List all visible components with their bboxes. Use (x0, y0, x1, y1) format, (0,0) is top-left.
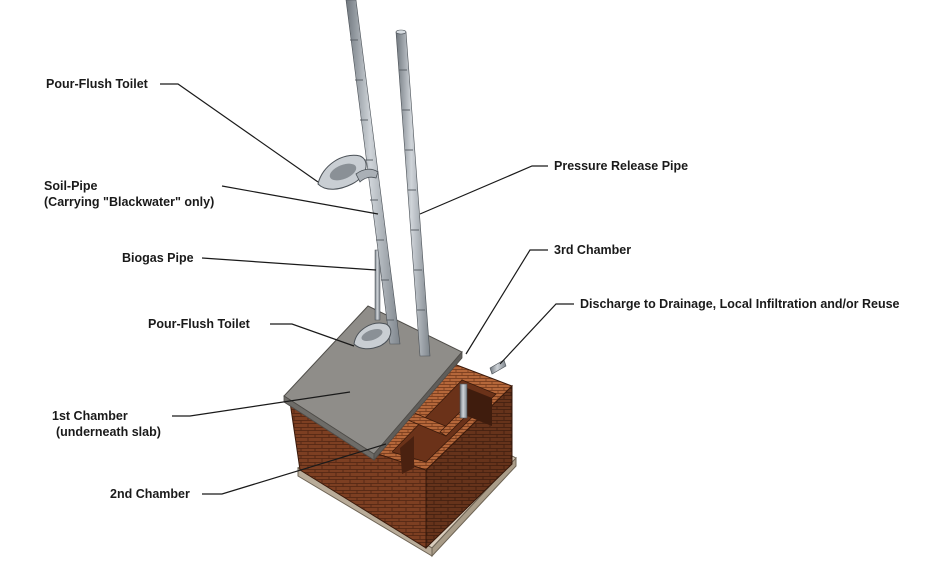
upper-toilet-icon (317, 154, 379, 190)
label-first-chamber-line2: (underneath slab) (56, 425, 161, 439)
pressure-release-pipe (395, 29, 431, 357)
label-soil-pipe: Soil-Pipe (Carrying "Blackwater" only) (44, 178, 214, 210)
label-second-chamber: 2nd Chamber (110, 487, 190, 501)
lower-toilet-icon (353, 322, 392, 350)
leader-lines (160, 83, 574, 495)
leader-chamber1 (172, 391, 351, 417)
leader-chamber3 (465, 249, 548, 355)
biogas-pipe (374, 249, 381, 321)
label-pressure-release-pipe: Pressure Release Pipe (554, 159, 689, 173)
leader-discharge (499, 303, 574, 365)
outlet-pipe (459, 359, 507, 419)
label-first-chamber: 1st Chamber (underneath slab) (52, 408, 161, 440)
leader-biogas-pipe (201, 257, 377, 271)
leader-toilet-bottom (270, 323, 355, 347)
label-biogas-pipe: Biogas Pipe (122, 251, 194, 265)
leader-soil-pipe (221, 185, 379, 215)
label-third-chamber: 3rd Chamber (554, 243, 632, 257)
label-first-chamber-line1: 1st Chamber (52, 409, 128, 423)
leader-toilet-top (160, 83, 319, 183)
label-soil-pipe-line2: (Carrying "Blackwater" only) (44, 195, 215, 209)
concrete-slab (283, 305, 463, 462)
leader-pressure-pipe (419, 165, 548, 215)
label-soil-pipe-line1: Soil-Pipe (44, 179, 98, 193)
label-pour-flush-toilet-bottom: Pour-Flush Toilet (148, 317, 250, 331)
label-discharge: Discharge to Drainage, Local Infiltratio… (580, 297, 900, 311)
label-pour-flush-toilet-top: Pour-Flush Toilet (46, 77, 148, 91)
leader-chamber2 (202, 443, 387, 495)
